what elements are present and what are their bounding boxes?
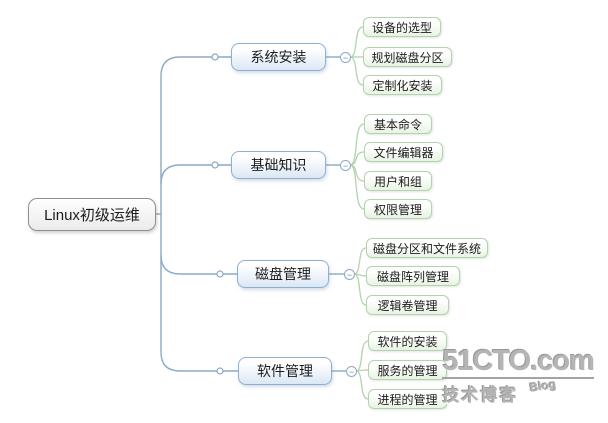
node-label: 软件的安装 (377, 334, 438, 349)
collapse-button[interactable]: − (346, 366, 357, 377)
node-basic-commands[interactable]: 基本命令 (364, 114, 432, 134)
joint-dot-icon (216, 270, 224, 278)
minus-icon: − (348, 366, 355, 377)
node-partition-filesystem[interactable]: 磁盘分区和文件系统 (366, 238, 488, 258)
node-label: 基础知识 (250, 157, 307, 173)
minus-icon: − (342, 52, 349, 63)
node-label: 基本命令 (373, 117, 422, 132)
node-device-selection[interactable]: 设备的选型 (363, 17, 441, 37)
connector-line (160, 56, 231, 214)
connector-line (355, 340, 369, 372)
node-basic-knowledge[interactable]: 基础知识 (231, 151, 326, 179)
watermark-blog: Blog (529, 377, 558, 396)
node-label: 系统安装 (250, 49, 307, 65)
node-label: 规划磁盘分区 (371, 50, 444, 65)
node-disk-management[interactable]: 磁盘管理 (237, 260, 329, 288)
node-system-install[interactable]: 系统安装 (231, 43, 326, 71)
connector-line (160, 164, 231, 185)
node-root[interactable]: Linux初级运维 (28, 198, 156, 231)
node-label: 用户和组 (373, 174, 422, 189)
connector-line (355, 370, 369, 400)
node-label: 磁盘阵列管理 (376, 269, 449, 284)
node-label: 磁盘分区和文件系统 (372, 241, 481, 256)
node-custom-install[interactable]: 定制化安装 (363, 75, 442, 95)
node-label: 设备的选型 (371, 20, 432, 35)
watermark-brand: 51CTO.com (442, 346, 595, 380)
leaf-connectors (349, 26, 369, 400)
node-software-management[interactable]: 软件管理 (238, 357, 332, 385)
collapse-button[interactable]: − (340, 52, 351, 63)
node-label: 进程的管理 (377, 392, 438, 407)
collapse-button[interactable]: − (340, 160, 351, 171)
node-software-install[interactable]: 软件的安装 (368, 331, 447, 351)
watermark-row: 技术博客 Blog (442, 377, 594, 406)
node-label: 磁盘管理 (255, 266, 311, 282)
node-label: 权限管理 (373, 202, 422, 217)
connector-line (349, 56, 364, 86)
branch-connectors (156, 56, 346, 372)
joint-dot-icon (211, 53, 219, 61)
node-file-editor[interactable]: 文件编辑器 (364, 142, 443, 162)
collapse-button[interactable]: − (344, 269, 355, 280)
connector-line (160, 254, 237, 275)
connector-line (353, 247, 367, 275)
connector-line (349, 26, 364, 58)
node-label: 逻辑卷管理 (377, 298, 438, 313)
node-label: 服务的管理 (377, 363, 438, 378)
joint-dot-icon (211, 161, 219, 169)
connector-line (349, 164, 365, 182)
node-label: 定制化安装 (372, 78, 433, 93)
watermark: 51CTO.com 技术博客 Blog (442, 346, 595, 406)
node-label: 软件管理 (257, 363, 313, 379)
connector-line (160, 214, 238, 372)
connector-line (353, 273, 367, 306)
node-plan-disk-partition[interactable]: 规划磁盘分区 (363, 47, 452, 67)
node-raid-management[interactable]: 磁盘阵列管理 (366, 266, 460, 286)
node-service-management[interactable]: 服务的管理 (368, 360, 447, 380)
node-permission-management[interactable]: 权限管理 (364, 199, 432, 219)
node-label: 文件编辑器 (373, 145, 434, 160)
node-process-management[interactable]: 进程的管理 (368, 389, 447, 409)
joint-dot-icon (216, 367, 224, 375)
watermark-tagline: 技术博客 (442, 386, 519, 406)
joint-dots (211, 53, 224, 375)
connector-line (349, 164, 365, 210)
node-users-groups[interactable]: 用户和组 (364, 171, 432, 191)
node-root-label: Linux初级运维 (44, 207, 140, 224)
node-lvm-management[interactable]: 逻辑卷管理 (366, 295, 449, 315)
connector-line (349, 123, 365, 166)
minus-icon: − (346, 269, 353, 280)
minus-icon: − (342, 160, 349, 171)
